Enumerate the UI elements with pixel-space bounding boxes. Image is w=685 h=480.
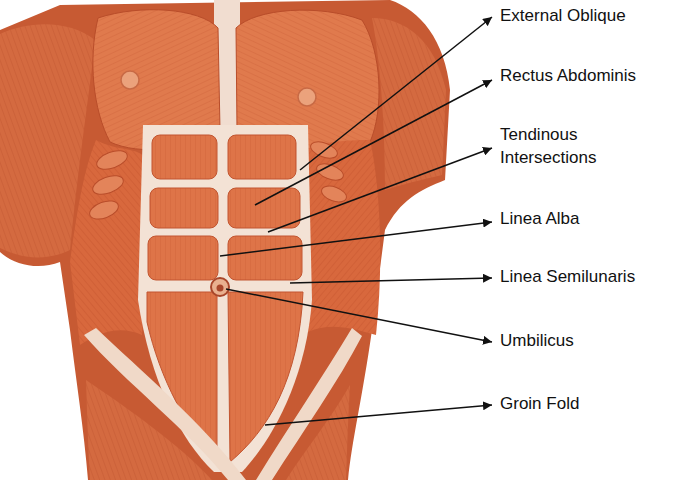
leader-line bbox=[300, 17, 492, 170]
right-groin-fold bbox=[256, 328, 362, 480]
label-slot: Groin Fold bbox=[500, 393, 579, 416]
rectus-segment bbox=[228, 236, 302, 280]
umbilicus bbox=[211, 278, 229, 296]
leader-line bbox=[268, 148, 492, 232]
body bbox=[0, 0, 450, 480]
rectus-segment bbox=[152, 135, 217, 179]
rectus-segment bbox=[228, 135, 296, 179]
label-slot: Umbilicus bbox=[500, 330, 574, 353]
rectus-segment bbox=[150, 188, 218, 228]
label-slot: External Oblique bbox=[500, 5, 626, 28]
part-label: External Oblique bbox=[500, 5, 626, 28]
torso-silhouette bbox=[0, 0, 450, 480]
leader-line bbox=[226, 289, 492, 342]
part-label: Groin Fold bbox=[500, 393, 579, 416]
leader-line bbox=[220, 222, 492, 256]
part-label: Tendinous Intersections bbox=[500, 124, 625, 170]
right-thigh bbox=[286, 385, 350, 480]
serratus-digit bbox=[94, 147, 130, 173]
leader-line bbox=[290, 278, 492, 283]
right-nipple bbox=[298, 88, 316, 106]
leader-line bbox=[255, 80, 492, 205]
leader-line bbox=[265, 405, 492, 425]
label-slot: Linea Semilunaris bbox=[500, 266, 635, 289]
serratus-digit bbox=[90, 172, 126, 198]
left-groin-fold bbox=[84, 328, 246, 480]
serratus-digit bbox=[319, 183, 348, 205]
serratus-digit bbox=[87, 197, 121, 222]
left-thigh bbox=[86, 380, 212, 480]
rectus-segment bbox=[148, 236, 218, 280]
left-nipple bbox=[121, 71, 139, 89]
part-label: Umbilicus bbox=[500, 330, 574, 353]
umbilicus-center bbox=[217, 285, 224, 292]
leader-lines bbox=[220, 17, 492, 425]
rectus-sheath bbox=[138, 125, 312, 472]
left-external-oblique bbox=[70, 140, 148, 345]
label-slot: Linea Alba bbox=[500, 208, 579, 231]
label-slot: Tendinous Intersections bbox=[500, 124, 625, 170]
part-label: Linea Semilunaris bbox=[500, 266, 635, 289]
part-label: Linea Alba bbox=[500, 208, 579, 231]
label-slot: Rectus Abdominis bbox=[500, 65, 636, 88]
rectus-segment bbox=[228, 188, 300, 228]
part-label: Rectus Abdominis bbox=[500, 65, 636, 88]
